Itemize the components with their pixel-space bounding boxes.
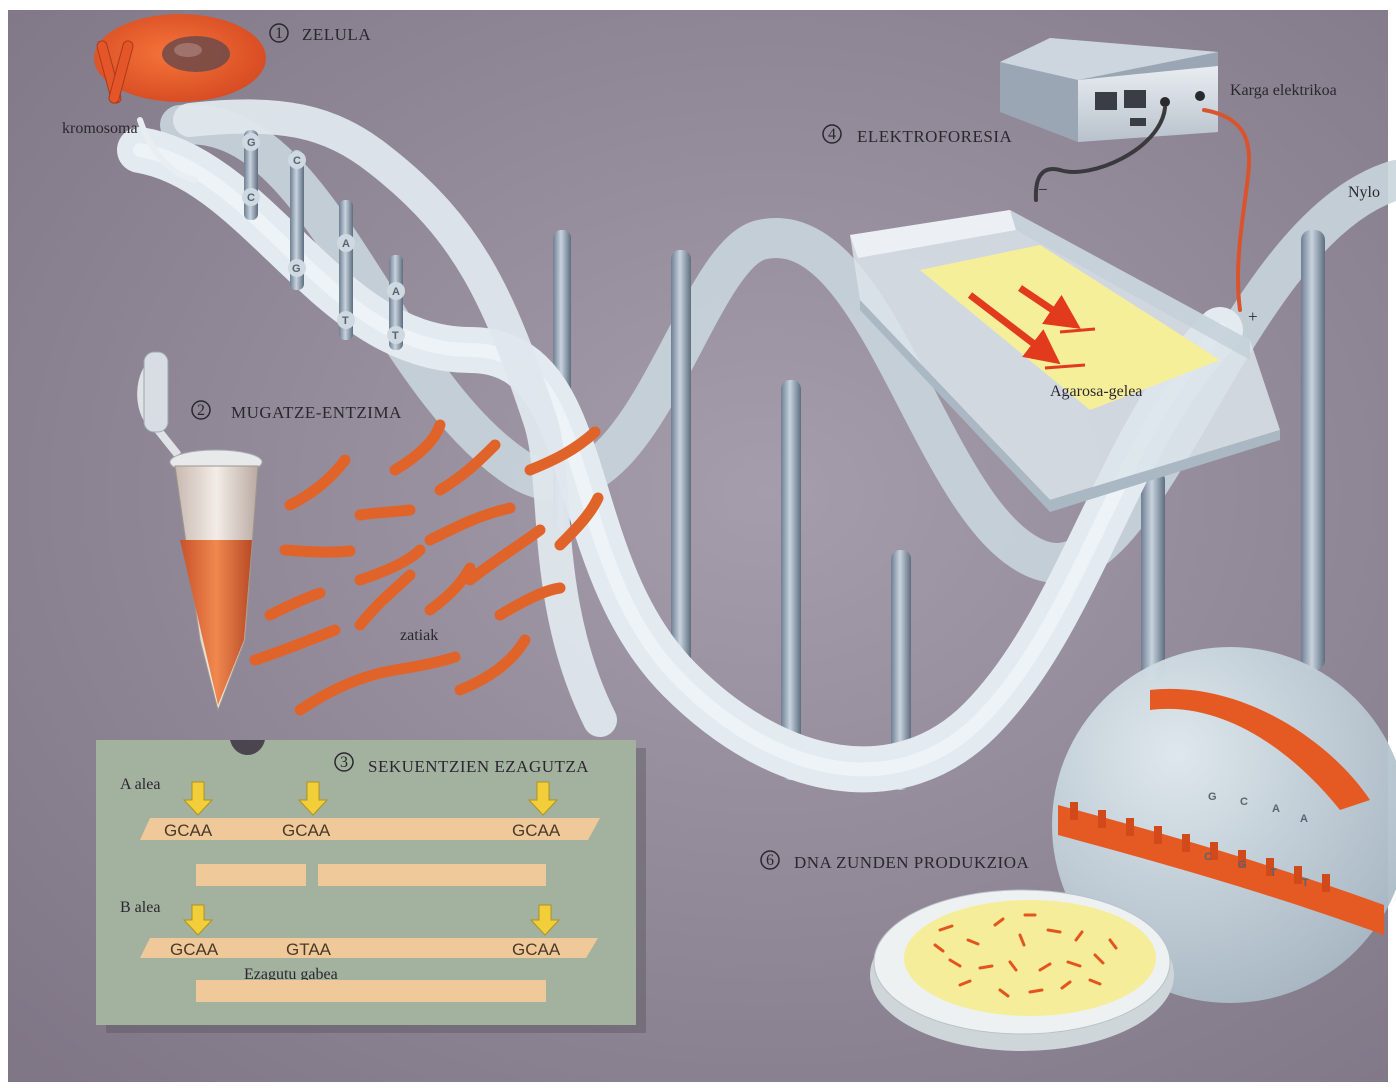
probe-bottom-base-3: T [1270,867,1277,879]
allele-a-fragment-1 [196,864,306,886]
plus-sign: + [1248,307,1258,326]
allele-a-site-1: GCAA [164,821,213,840]
probe-bottom-base-2: G [1238,859,1247,871]
step-5-label: Nylo [1348,184,1380,201]
step-6-label: DNA ZUNDEN PRODUKZIOA [794,853,1029,872]
helix-base-8: T [392,330,399,342]
allele-b-fragment [196,980,546,1002]
allele-b-label: B alea [120,899,160,916]
allele-a-fragment-2 [318,864,546,886]
probe-top-base-3: A [1272,803,1280,815]
allele-b-site-3: GCAA [512,940,561,959]
helix-base-1: G [247,137,256,149]
probe-top-base-2: C [1240,796,1248,808]
step-2-label: MUGATZE-ENTZIMA [231,403,402,422]
step-4-label: ELEKTROFORESIA [857,127,1013,146]
step-2-number: 2 [197,402,205,419]
zatiak-label: zatiak [400,627,438,644]
kromosoma-label: kromosoma [62,120,138,137]
allele-a-site-2: GCAA [282,821,331,840]
step-1-number: 1 [275,25,283,42]
step-3-number: 3 [340,754,348,771]
helix-base-4: A [342,238,350,250]
probe-top-base-4: A [1300,813,1308,825]
minus-sign: − [1038,180,1048,199]
agarosa-label: Agarosa-gelea [1050,383,1142,400]
probe-bottom-base-1: C [1204,851,1212,863]
helix-base-7: T [342,315,349,327]
helix-base-5: G [292,263,301,275]
helix-base-3: C [293,155,301,167]
allele-b-site-1: GCAA [170,940,219,959]
helix-base-2: C [247,192,255,204]
petri-dish [870,890,1174,1051]
step-6-number: 6 [766,852,774,869]
probe-top-base-1: G [1208,791,1217,803]
step-4-number: 4 [828,126,836,143]
step-3-label: SEKUENTZIEN EZAGUTZA [368,757,589,776]
allele-a-site-3: GCAA [512,821,561,840]
karga-label: Karga elektrikoa [1230,82,1337,99]
helix-base-6: A [392,286,400,298]
allele-a-label: A alea [120,776,160,793]
allele-b-site-2: GTAA [286,940,332,959]
step-1-label: ZELULA [302,25,371,44]
probe-bottom-base-4: T [1302,877,1309,889]
